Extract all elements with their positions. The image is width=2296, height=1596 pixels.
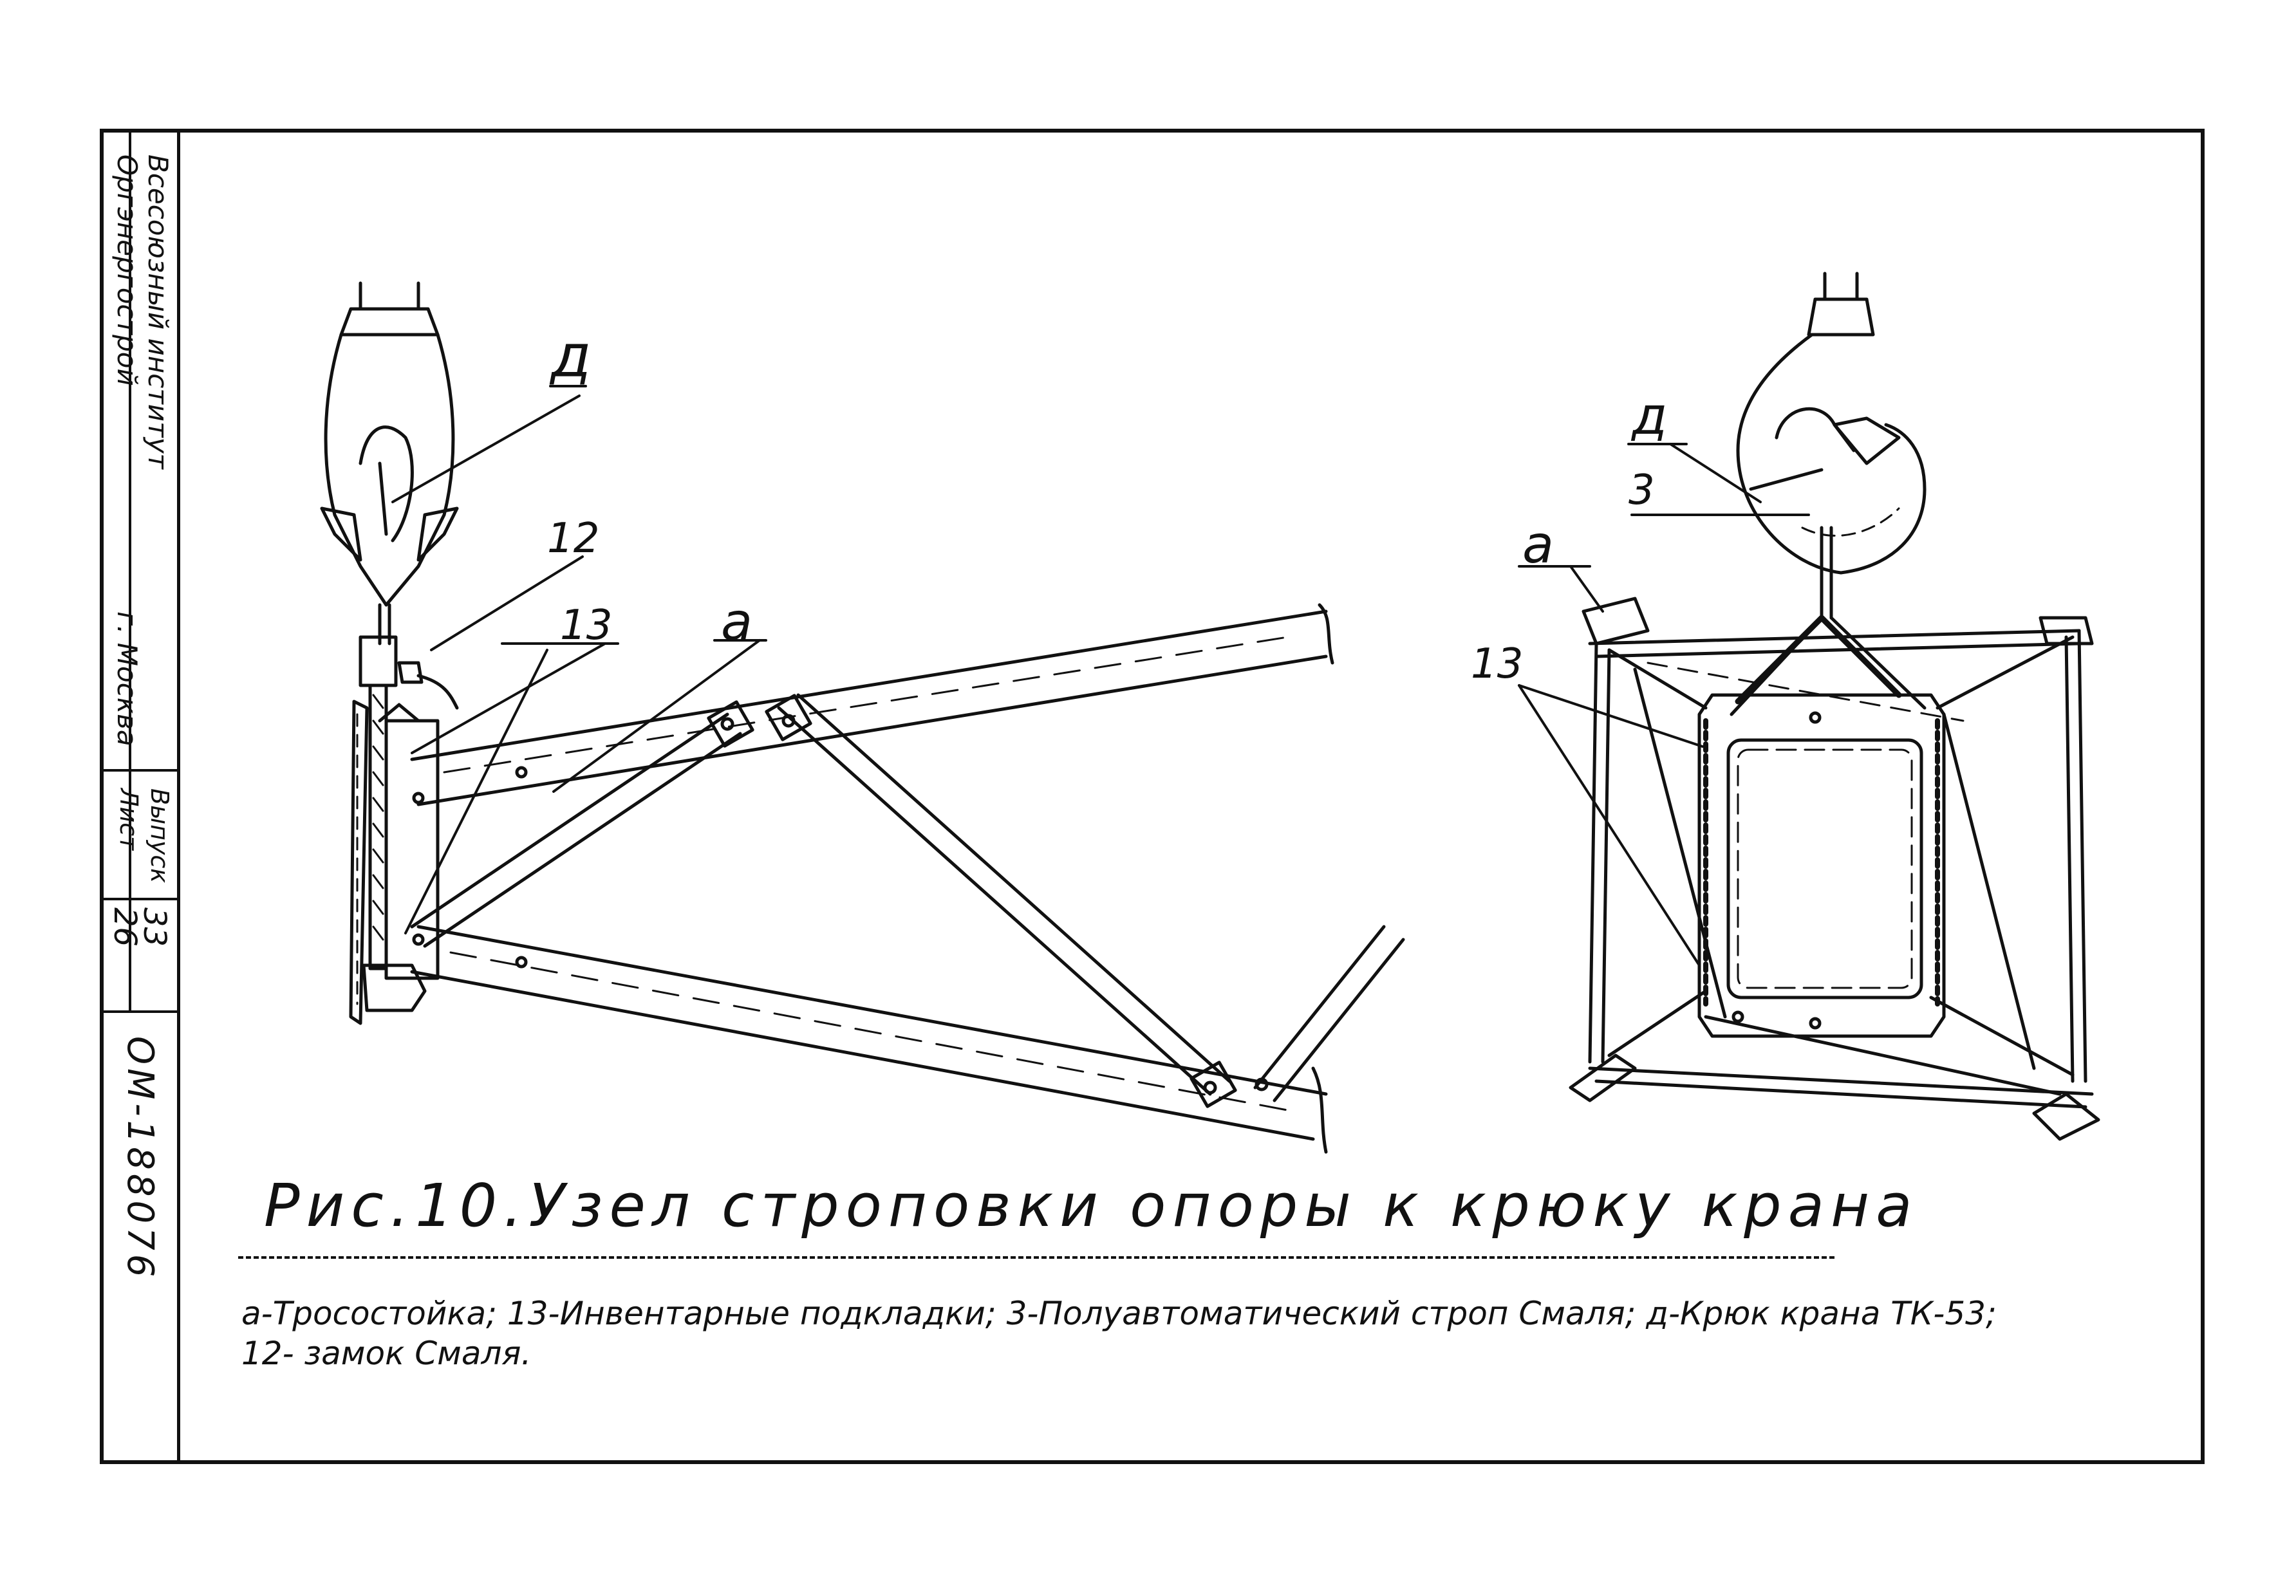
callout-stand-right: а <box>1522 515 1554 575</box>
legend-line-2: 12- замок Смаля. <box>241 1335 532 1372</box>
stamp-divider <box>100 1010 180 1013</box>
drawing-frame <box>100 129 2205 1464</box>
leader-lines-left <box>391 385 767 934</box>
sling-rope-right <box>1730 526 1927 716</box>
stand-frame-front <box>1569 597 2100 1141</box>
truss-lower-chord <box>410 925 1328 1154</box>
crane-hook-side-view <box>320 281 459 607</box>
callout-lock: 12 <box>547 515 600 562</box>
crane-hook-front-view <box>1736 272 1927 575</box>
title-underline <box>238 1256 1834 1259</box>
callout-hook-right: д <box>1632 386 1668 446</box>
post-head-plate <box>1697 693 1946 1038</box>
stand-diagonals-front <box>1607 635 2075 1096</box>
figure-legend: а-Тросостойка; 13-Инвентарные подкладки;… <box>241 1294 2172 1373</box>
figure-title: Рис.10.Узел строповки опоры к крюку кран… <box>264 1171 1919 1240</box>
truss-upper-chord <box>410 603 1334 806</box>
stand-post-left <box>349 700 440 1025</box>
legend-line-1: а-Тросостойка; 13-Инвентарные подкладки;… <box>241 1295 1997 1332</box>
leader-lines-right <box>1518 443 1810 967</box>
side-stamp <box>100 129 180 1464</box>
callout-stand-left: а <box>721 592 753 652</box>
stamp-divider <box>100 898 180 900</box>
callout-pads-right: 13 <box>1471 640 1524 688</box>
left-view <box>320 281 1405 1154</box>
right-view <box>1518 272 2100 1141</box>
callout-hook-left: д <box>550 322 592 391</box>
callout-pads-left: 13 <box>560 602 613 649</box>
smal-lock <box>397 661 459 710</box>
stamp-divider <box>129 129 131 1010</box>
truss-diagonals <box>410 693 1405 1108</box>
callout-sling-right: 3 <box>1629 467 1655 514</box>
stamp-divider <box>100 769 180 772</box>
